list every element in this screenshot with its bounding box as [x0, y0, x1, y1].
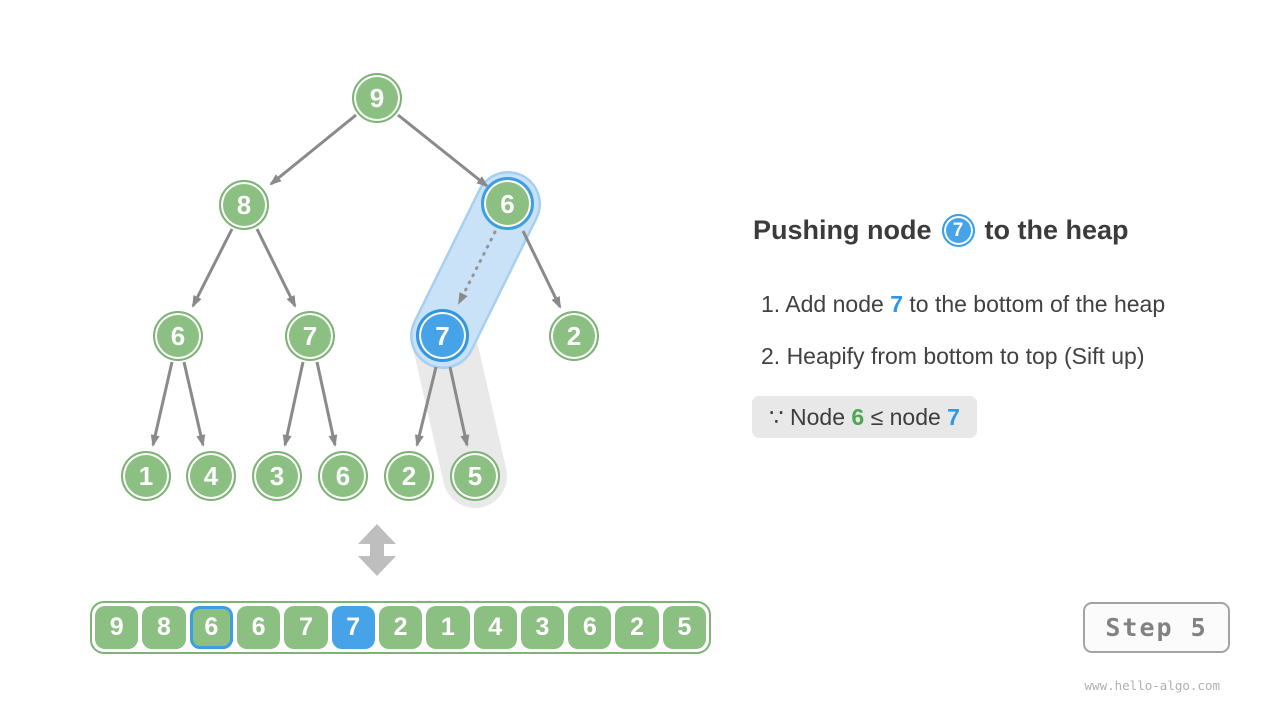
- array-cell-12: 5: [662, 606, 707, 649]
- edge-6-1: [150, 361, 174, 447]
- edge-7-2: [414, 366, 438, 447]
- edge-7-6: [315, 361, 338, 447]
- title-prefix: Pushing node: [753, 215, 932, 245]
- because-green-value: 6: [851, 403, 865, 430]
- tree-node-3: 3: [252, 451, 302, 501]
- array-cell-4: 7: [284, 606, 328, 649]
- step-2-text: 2. Heapify from bottom to top (Sift up): [761, 343, 1145, 369]
- up-down-arrow-icon: [358, 524, 396, 576]
- step-badge: Step 5: [1083, 602, 1230, 653]
- tree-edges: [150, 113, 562, 447]
- step-item-1: 1. Add node 7 to the bottom of the heap: [761, 291, 1165, 318]
- array-cell-10: 6: [568, 606, 612, 649]
- tree-node-6-left: 6: [153, 311, 203, 361]
- edge-6-4: [182, 361, 206, 447]
- array-cell-0: 9: [95, 606, 139, 649]
- tree-node-4: 4: [186, 451, 236, 501]
- edge-8-6: [191, 228, 234, 308]
- array-cell-8: 4: [473, 606, 517, 649]
- array-cell-6: 2: [378, 606, 423, 649]
- because-prefix: ∵ Node: [769, 403, 852, 430]
- tree-node-9: 9: [352, 73, 402, 123]
- because-note: ∵ Node 6 ≤ node 7: [752, 396, 977, 438]
- heap-array: 9 8 6 6 7 7 2 1 4 3 6 2 5: [90, 601, 711, 654]
- array-cell-7: 1: [426, 606, 470, 649]
- tree-node-7-inserted: 7: [416, 309, 469, 362]
- sift-up-dotted-arrow: [457, 230, 497, 305]
- step-list: 1. Add node 7 to the bottom of the heap …: [761, 291, 1165, 370]
- edge-9-6: [397, 113, 489, 188]
- because-middle: ≤ node: [864, 403, 948, 430]
- title-node-badge: 7: [941, 214, 975, 247]
- tree-node-6-highlighted: 6: [481, 177, 534, 230]
- edge-7-3: [282, 361, 305, 447]
- tree-node-2-right: 2: [549, 311, 599, 361]
- edge-6-2: [521, 230, 562, 309]
- step-1-highlight: 7: [890, 291, 903, 317]
- step-1-text-post: to the bottom of the heap: [902, 291, 1166, 317]
- array-cell-2-outlined: 6: [189, 606, 233, 649]
- tree-node-6-leaf: 6: [318, 451, 368, 501]
- tree-node-8: 8: [219, 180, 269, 230]
- panel-title: Pushing node 7 to the heap: [753, 214, 1129, 247]
- because-blue-value: 7: [947, 403, 960, 430]
- array-cell-11: 2: [615, 606, 659, 649]
- edge-7-5: [448, 366, 470, 447]
- site-url: www.hello-algo.com: [1084, 678, 1220, 693]
- array-cell-1: 8: [142, 606, 186, 649]
- array-cell-3: 6: [236, 606, 281, 649]
- step-item-2: 2. Heapify from bottom to top (Sift up): [761, 343, 1165, 370]
- tree-node-1: 1: [121, 451, 171, 501]
- array-cell-5-filled: 7: [331, 606, 375, 649]
- tree-node-5-leaf: 5: [450, 451, 500, 501]
- tree-node-7-left: 7: [285, 311, 335, 361]
- tree-node-2-leaf: 2: [384, 451, 434, 501]
- title-suffix: to the heap: [984, 215, 1129, 245]
- edge-8-7: [255, 228, 297, 308]
- array-cell-9: 3: [520, 606, 565, 649]
- edge-9-8: [269, 113, 357, 186]
- step-1-text: 1. Add node: [761, 291, 891, 317]
